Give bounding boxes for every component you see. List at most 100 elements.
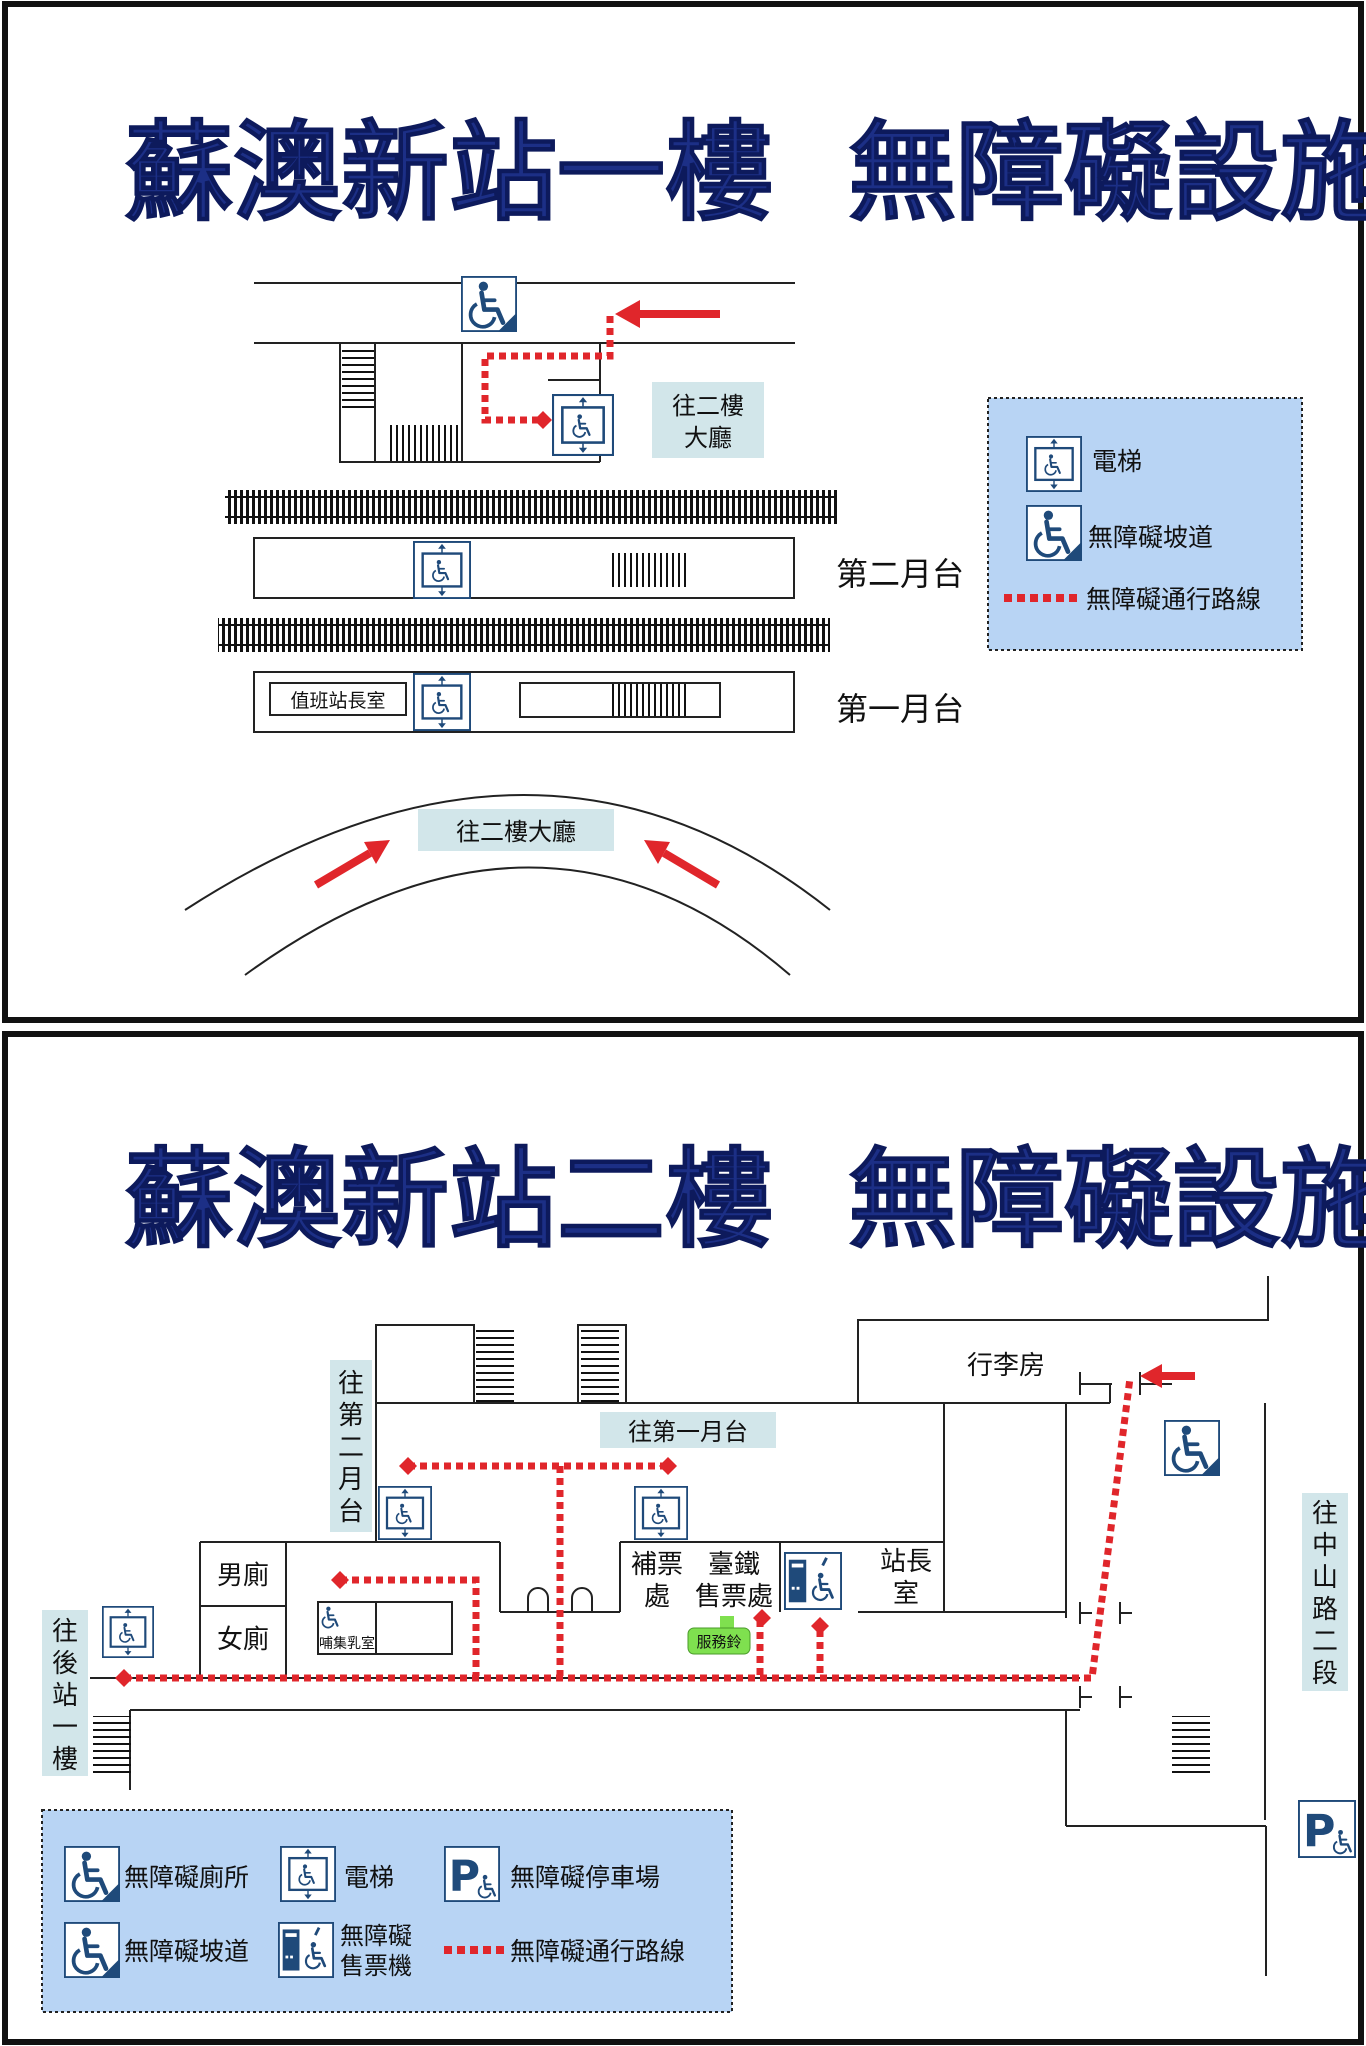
to-zs-c4: 路 <box>1312 1595 1338 1625</box>
women-restroom-label: 女廁 <box>217 1625 269 1655</box>
route-endpoint <box>534 411 552 429</box>
to-rear-c3: 站 <box>52 1681 78 1711</box>
platform1-stairs <box>612 684 690 716</box>
arrow-lower-left <box>313 849 373 889</box>
to-platform2-box <box>330 1360 372 1532</box>
dest-lower-label: 往二樓大廳 <box>456 818 576 846</box>
floor2-walls <box>90 1276 1269 1976</box>
track-lower <box>218 618 830 652</box>
floor1-stairs-left <box>342 350 374 410</box>
route-markers <box>115 1457 829 1687</box>
legend-ramp-label: 無障礙坡道 <box>1088 523 1213 552</box>
to-platform2-c2: 第 <box>338 1401 364 1431</box>
to-zhongshan-box <box>1302 1493 1348 1691</box>
stationmaster-l1: 站長 <box>880 1547 932 1577</box>
floor1-stairs-center <box>388 425 460 461</box>
to-platform2-c4: 月 <box>338 1465 364 1495</box>
to-platform1-label: 往第一月台 <box>628 1418 748 1446</box>
ticket-office-l2: 售票處 <box>695 1582 773 1612</box>
arrow-head-lower-right <box>644 840 670 864</box>
elevator-icon-platform2-access <box>379 1487 431 1539</box>
legend2-elevator-icon <box>281 1847 335 1901</box>
to-zs-c2: 中 <box>1312 1531 1338 1561</box>
legend-elevator-label: 電梯 <box>1092 447 1142 476</box>
platform-2 <box>253 537 795 599</box>
stairs-rear <box>93 1716 131 1774</box>
curve-inner <box>244 866 791 976</box>
legend2-tvm-l2: 售票機 <box>340 1952 412 1980</box>
legend2-parking-label: 無障礙停車場 <box>510 1863 660 1892</box>
legend2-toilet-icon <box>65 1847 119 1901</box>
dest-box-lower <box>418 809 614 851</box>
to-rear-c5: 樓 <box>52 1745 78 1775</box>
station-office-box <box>269 682 407 716</box>
fare-adjust-l2: 處 <box>644 1582 670 1612</box>
to-rear-c4: 一 <box>52 1713 78 1743</box>
service-bell-label: 服務鈴 <box>696 1633 741 1651</box>
elevator-icon-concourse <box>553 395 613 455</box>
to-platform2-c1: 往 <box>338 1369 364 1399</box>
elevator-icon-platform2 <box>414 542 470 598</box>
ramp-icon-east <box>1165 1421 1219 1475</box>
platform-1-label: 第一月台 <box>836 690 964 728</box>
to-zs-c1: 往 <box>1312 1499 1338 1529</box>
legend2-ramp-label: 無障礙坡道 <box>124 1937 249 1966</box>
legend2-ramp-icon <box>65 1923 119 1977</box>
legend2-ticket-machine-icon <box>279 1923 333 1977</box>
parking-icon <box>1299 1801 1355 1857</box>
legend2-elevator-label: 電梯 <box>344 1863 394 1892</box>
legend-elevator-icon <box>1027 437 1081 491</box>
fare-adjust-l1: 補票 <box>631 1550 683 1580</box>
floor2-route <box>124 1377 1134 1682</box>
ticket-machine-icon <box>785 1553 841 1609</box>
to-platform2-c5: 台 <box>338 1497 364 1527</box>
to-rear-c1: 往 <box>52 1617 78 1647</box>
legend2-route-label: 無障礙通行路線 <box>510 1937 685 1966</box>
elevator-icon-platform1 <box>414 674 470 730</box>
to-zs-c5: 二 <box>1312 1627 1338 1657</box>
to-rear-station-box <box>42 1610 88 1776</box>
legend-ramp-icon <box>1027 506 1081 560</box>
legend2-parking-icon <box>445 1847 499 1902</box>
to-zs-c6: 段 <box>1312 1659 1338 1689</box>
to-platform2-c3: 二 <box>338 1433 364 1463</box>
arrow-head-east <box>1140 1364 1162 1388</box>
platform-2-label: 第二月台 <box>836 555 964 593</box>
to-rear-c2: 後 <box>52 1649 78 1679</box>
floor2-panel: 蘇澳新站二樓 無障礙設施平面圖 <box>2 1031 1366 2045</box>
station-office-label: 值班站長室 <box>290 690 385 712</box>
floor1-title: 蘇澳新站一樓 無障礙設施平面圖 <box>125 110 1366 236</box>
floor2-legend: 無障礙廁所 電梯 無障礙停車場 無障礙坡道 無障礙 售票機 無障礙通行路線 <box>41 1809 733 2013</box>
legend2-tvm-l1: 無障礙 <box>340 1922 412 1950</box>
dest-upper-line2: 大廳 <box>684 424 732 452</box>
men-restroom-label: 男廁 <box>217 1561 269 1591</box>
ticket-office-l1: 臺鐵 <box>708 1550 760 1580</box>
luggage-room-label: 行李房 <box>967 1351 1045 1381</box>
curve-outer <box>184 794 831 911</box>
elevator-icon-rear <box>103 1607 153 1657</box>
floor2-title: 蘇澳新站二樓 無障礙設施平面圖 <box>125 1137 1366 1263</box>
stationmaster-l2: 室 <box>893 1579 919 1609</box>
legend2-toilet-label: 無障礙廁所 <box>124 1863 249 1892</box>
arrow-lower-right <box>661 849 721 889</box>
floor1-panel: 蘇澳新站一樓 無障礙設施平面圖 往二樓 大廳 <box>2 1 1366 1023</box>
stairs-east <box>1172 1716 1210 1774</box>
to-platform1-box <box>600 1412 776 1448</box>
platform2-stairs <box>612 553 690 587</box>
to-zs-c3: 山 <box>1312 1563 1338 1593</box>
nursing-room-box <box>317 1601 453 1655</box>
arrow-head-lower-left <box>364 840 390 864</box>
floor1-route <box>481 316 614 424</box>
service-bell-box <box>687 1627 751 1655</box>
floor1-legend: 電梯 無障礙坡道 無障礙通行路線 <box>987 397 1303 651</box>
arrow-head-top <box>615 300 640 328</box>
service-bell-stem <box>720 1616 734 1628</box>
stairs-left-top <box>476 1330 514 1402</box>
ramp-icon-top <box>462 277 516 331</box>
nursing-room-label: 哺集乳室 <box>319 1635 375 1652</box>
track-upper <box>225 490 837 524</box>
elevator-icon-platform1-access <box>635 1487 687 1539</box>
stairs-right-top <box>581 1330 619 1402</box>
dest-upper-line1: 往二樓 <box>672 392 744 420</box>
